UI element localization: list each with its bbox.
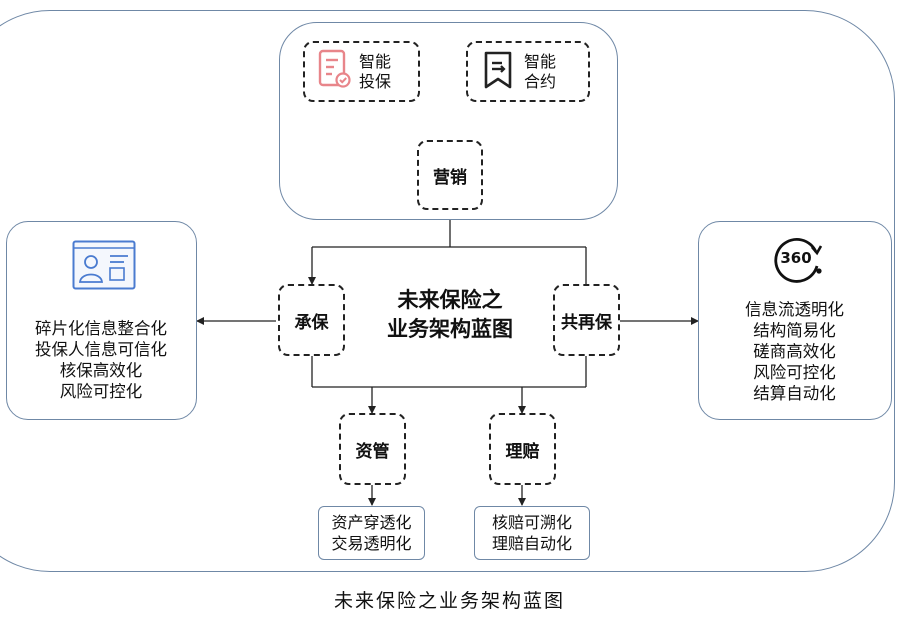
reinsurance-node: 共再保: [553, 284, 620, 356]
left-item-3: 核保高效化: [59, 361, 143, 380]
left-panel: 碎片化信息整合化 投保人信息可信化 核保高效化 风险可控化: [6, 221, 197, 420]
right-item-4: 风险可控化: [753, 363, 836, 382]
left-item-1: 碎片化信息整合化: [35, 319, 167, 338]
profile-card-icon: [72, 240, 136, 294]
claims-result-2: 理赔自动化: [491, 534, 572, 553]
asset-result-1: 资产穿透化: [331, 513, 412, 532]
right-panel: 360 信息流透明化 结构简易化 磋商高效化 风险可控化 结算自动化: [698, 221, 892, 420]
claims-label: 理赔: [505, 441, 540, 462]
underwriting-node: 承保: [278, 284, 345, 356]
claims-node: 理赔: [489, 413, 556, 485]
right-item-2: 结构简易化: [753, 321, 836, 340]
asset-node: 资管: [339, 413, 406, 485]
icon-360-text: 360: [780, 249, 812, 267]
claims-result-box: 核赔可溯化 理赔自动化: [474, 506, 590, 560]
asset-result-box: 资产穿透化 交易透明化: [318, 506, 425, 560]
underwriting-label: 承保: [294, 312, 329, 333]
center-title: 未来保险之 业务架构蓝图: [370, 286, 530, 344]
right-item-1: 信息流透明化: [745, 300, 844, 319]
right-item-5: 结算自动化: [753, 384, 836, 403]
left-item-4: 风险可控化: [59, 382, 143, 401]
asset-label: 资管: [355, 441, 390, 462]
smart-insure-box: 智能 投保: [303, 41, 420, 102]
claims-result-1: 核赔可溯化: [491, 513, 572, 532]
smart-contract-line2: 合约: [524, 71, 557, 91]
reinsurance-label: 共再保: [561, 312, 612, 333]
marketing-label: 营销: [433, 167, 467, 188]
center-title-line1: 未来保险之: [397, 288, 503, 312]
insure-form-icon: [317, 49, 351, 95]
right-panel-list: 信息流透明化 结构简易化 磋商高效化 风险可控化 结算自动化: [699, 299, 890, 404]
left-panel-list: 碎片化信息整合化 投保人信息可信化 核保高效化 风险可控化: [7, 318, 195, 402]
contract-bookmark-icon: [482, 50, 514, 94]
rotate-360-icon: [769, 232, 825, 288]
smart-insure-line1: 智能: [359, 51, 392, 71]
left-item-2: 投保人信息可信化: [35, 340, 167, 359]
smart-contract-box: 智能 合约: [466, 41, 590, 102]
smart-contract-line1: 智能: [524, 51, 557, 71]
right-item-3: 磋商高效化: [753, 342, 836, 361]
smart-insure-line2: 投保: [359, 71, 392, 91]
marketing-node: 营销: [417, 140, 483, 210]
figure-caption: 未来保险之业务架构蓝图: [333, 590, 565, 612]
center-title-line2: 业务架构蓝图: [387, 317, 513, 341]
asset-result-2: 交易透明化: [331, 534, 412, 553]
